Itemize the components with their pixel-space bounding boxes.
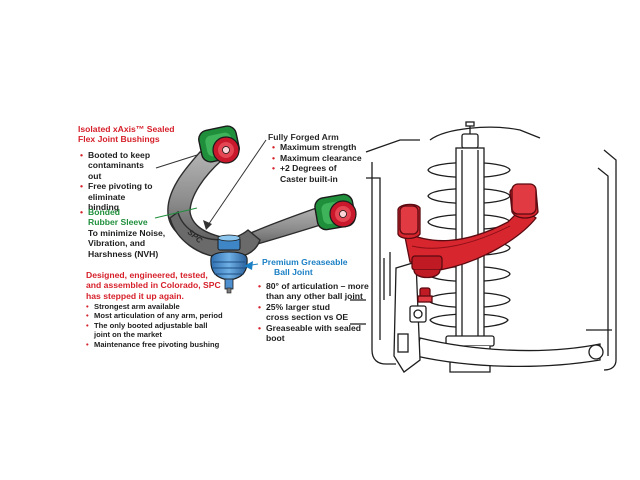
frame-right <box>603 149 617 371</box>
forged-arm-bullet-2: Maximum clearance <box>272 153 368 164</box>
design-heading-line-3: has stepped it up again. <box>86 290 184 301</box>
ball-joint-heading-line-1: Premium Greaseable <box>262 257 348 267</box>
ball-joint-bullets: 80° of articulation – more than any othe… <box>258 281 370 343</box>
frame-left <box>371 162 396 365</box>
leader-bonded <box>154 207 198 219</box>
ball-joint-heading: Premium Greaseable Ball Joint <box>262 257 372 278</box>
design-bullet-4: Maintenance free pivoting bushing <box>86 340 256 350</box>
arrow-forged-arm <box>203 220 212 230</box>
design-bullet-3: The only booted adjustable ball joint on… <box>86 321 224 340</box>
forged-arm-bullet-3: +2 Degrees of Caster built-in <box>272 163 356 184</box>
design-bullets: Strongest arm available Most articulatio… <box>86 302 256 349</box>
leader-bushing <box>155 154 198 169</box>
bushing-heading: Isolated xAxis™ Sealed Flex Joint Bushin… <box>78 124 198 145</box>
ball-joint-bullet-2: 25% larger stud cross section vs OE <box>258 302 352 323</box>
design-bullet-1: Strongest arm available <box>86 302 256 312</box>
bushing-heading-line-1: Isolated xAxis™ Sealed <box>78 124 175 134</box>
bushing-bullet-1: Booted to keep contaminants out <box>80 150 158 181</box>
arrow-ball-joint <box>244 261 253 270</box>
design-heading-line-1: Designed, engineered, tested, <box>86 270 208 280</box>
bonded-sleeve-callout: • Bonded Rubber Sleeve To minimize Noise… <box>80 207 190 259</box>
forged-arm-callout: Fully Forged Arm Maximum strength Maximu… <box>268 132 368 184</box>
forged-arm-bullet-1: Maximum strength <box>272 142 368 153</box>
bonded-heading-line-1: Bonded <box>88 207 120 217</box>
design-heading-line-2: and assembled in Colorado, SPC <box>86 280 221 291</box>
leader-forged-arm <box>205 139 267 229</box>
control-arm-illustration: SPC <box>167 125 357 294</box>
ball-joint-callout: Premium Greaseable Ball Joint <box>262 257 372 278</box>
bushing-heading-line-2: Flex Joint Bushings <box>78 134 160 145</box>
bushing-bullet-2: Free pivoting to eliminate binding <box>80 181 158 212</box>
bushing-callout: Isolated xAxis™ Sealed Flex Joint Bushin… <box>78 124 198 145</box>
bonded-text: To minimize Noise, Vibration, and Harshn… <box>88 227 166 259</box>
shock-mount <box>461 133 479 149</box>
bonded-heading-line-2: Rubber Sleeve <box>88 217 148 228</box>
design-callout: Designed, engineered, tested, and assemb… <box>86 270 246 301</box>
front-bushing <box>314 193 357 231</box>
ball-joint <box>210 234 248 294</box>
design-heading: Designed, engineered, tested, and assemb… <box>86 270 246 301</box>
bushing-bullets: Booted to keep contaminants out Free piv… <box>80 150 158 212</box>
bonded-heading: • Bonded Rubber Sleeve To minimize Noise… <box>80 207 190 259</box>
ball-joint-bullet-3: Greaseable with sealed boot <box>258 323 362 344</box>
installed-upper-arm <box>397 183 539 303</box>
ball-joint-bullet-1: 80° of articulation – more than any othe… <box>258 281 370 302</box>
rear-bushing <box>198 125 240 164</box>
forged-arm-heading: Fully Forged Arm <box>268 132 339 142</box>
ball-joint-heading-line-2: Ball Joint <box>274 267 313 278</box>
lower-control-arm <box>415 337 601 368</box>
design-bullet-2: Most articulation of any arm, period <box>86 311 256 321</box>
